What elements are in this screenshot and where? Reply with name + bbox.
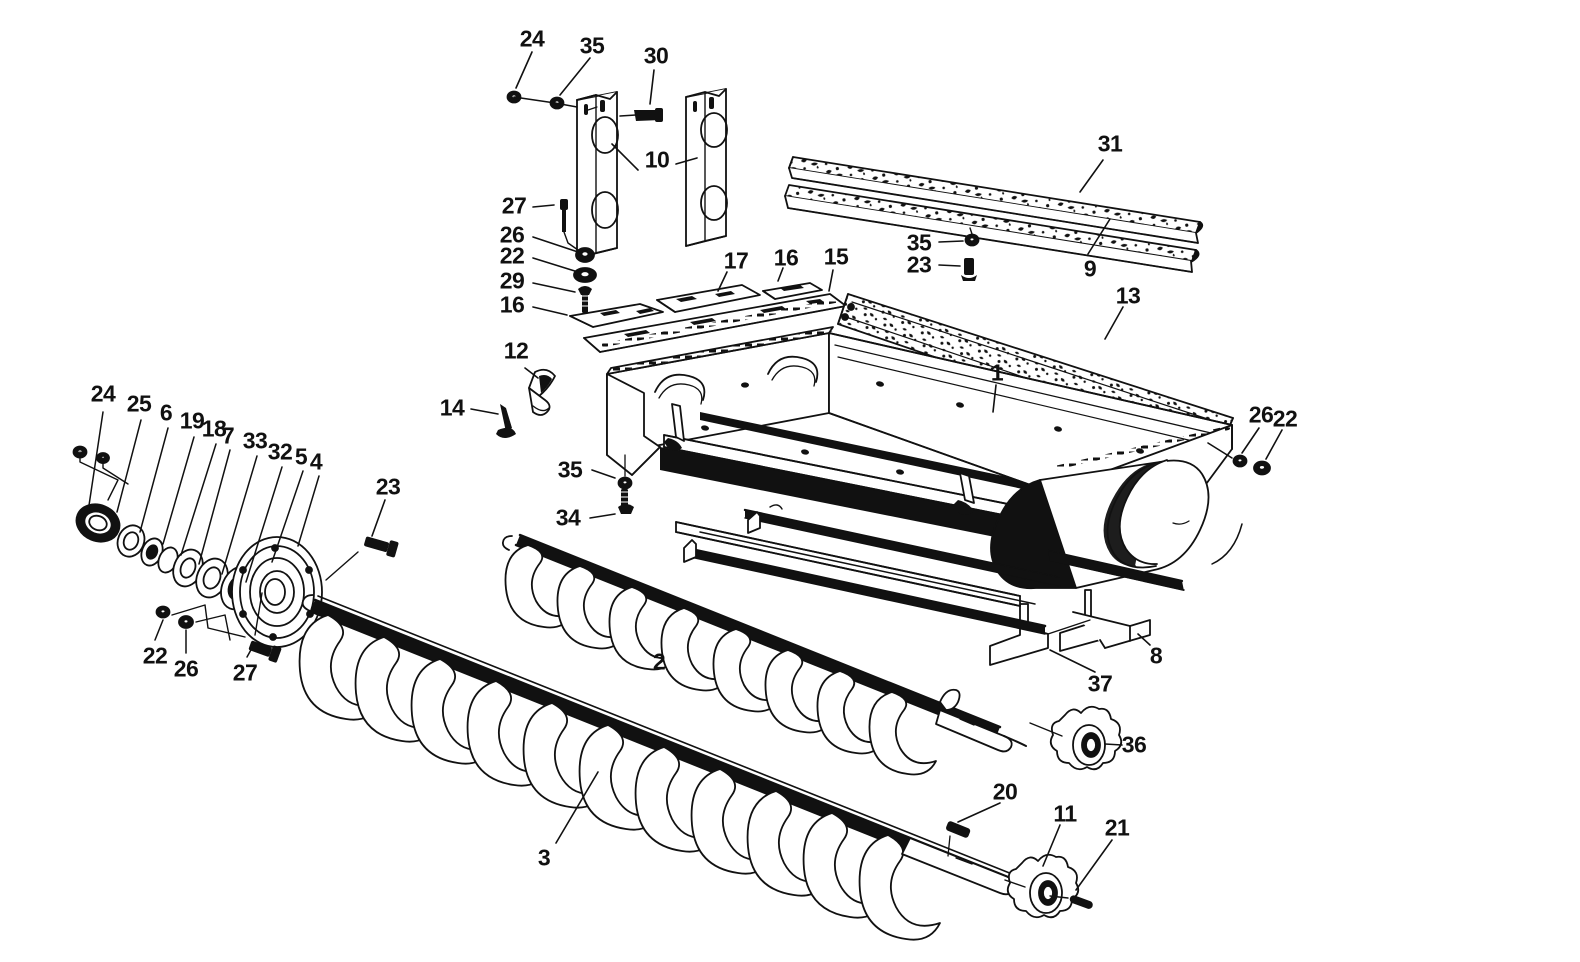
- callout-10: 10: [644, 146, 670, 173]
- callout-6: 6: [159, 399, 173, 426]
- callout-2: 2: [652, 648, 666, 675]
- callout-30: 30: [643, 42, 669, 69]
- callout-14: 14: [439, 394, 465, 421]
- callout-21: 21: [1104, 814, 1130, 841]
- callout-26-right: 26: [1248, 401, 1274, 428]
- callout-3: 3: [537, 844, 551, 871]
- callout-24-top: 24: [519, 25, 545, 52]
- callout-15: 15: [823, 243, 849, 270]
- callout-35-seal: 35: [906, 229, 932, 256]
- callout-25: 25: [126, 390, 152, 417]
- callout-26-lower: 26: [173, 655, 199, 682]
- callout-29: 29: [499, 267, 525, 294]
- callout-23-left: 23: [375, 473, 401, 500]
- callout-22-upper: 22: [499, 242, 525, 269]
- callout-32: 32: [267, 438, 293, 465]
- callout-16-left: 16: [499, 291, 525, 318]
- callout-26-upper: 26: [499, 221, 525, 248]
- callout-13: 13: [1115, 282, 1141, 309]
- callout-27-lower: 27: [232, 659, 258, 686]
- callout-12: 12: [503, 337, 529, 364]
- callout-17: 17: [723, 247, 749, 274]
- callout-20: 20: [992, 778, 1018, 805]
- callout-24-left: 24: [90, 380, 116, 407]
- callout-22-lower: 22: [142, 642, 168, 669]
- callout-16-mid: 16: [773, 244, 799, 271]
- callout-4: 4: [309, 448, 323, 475]
- callout-35-mid: 35: [557, 456, 583, 483]
- callout-23-seal: 23: [906, 251, 932, 278]
- callout-18: 18: [201, 415, 227, 442]
- callout-19: 19: [179, 407, 205, 434]
- callout-11: 11: [1053, 800, 1077, 827]
- callout-8: 8: [1149, 642, 1163, 669]
- callout-36: 36: [1121, 731, 1147, 758]
- callout-35-top: 35: [579, 32, 605, 59]
- callout-7: 7: [221, 422, 235, 449]
- callout-22-right: 22: [1272, 405, 1298, 432]
- callout-1: 1: [990, 359, 1004, 386]
- callout-33: 33: [242, 427, 268, 454]
- callout-5: 5: [294, 443, 308, 470]
- callout-37: 37: [1087, 670, 1113, 697]
- callout-34: 34: [555, 504, 581, 531]
- callout-9: 9: [1083, 255, 1097, 282]
- callout-27-upper: 27: [501, 192, 527, 219]
- callout-31: 31: [1097, 130, 1123, 157]
